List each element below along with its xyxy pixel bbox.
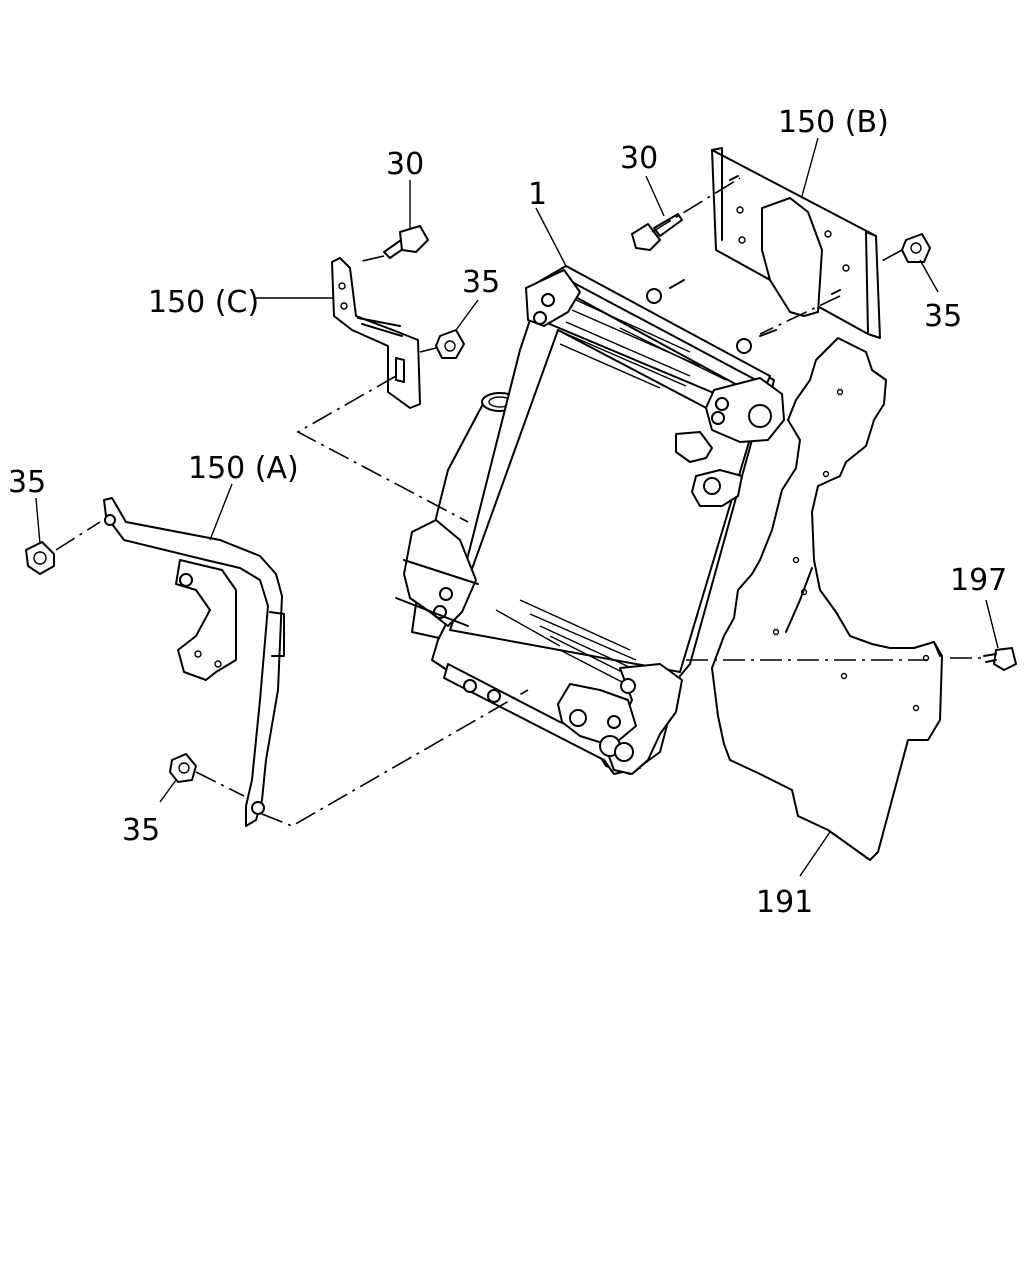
callout-35-left: 35 — [8, 465, 46, 500]
part-1-radiator-core — [395, 265, 785, 775]
callout-191: 191 — [756, 885, 813, 920]
callout-150-a: 150 (A) — [188, 451, 299, 486]
screw-197 — [983, 647, 1017, 671]
leader-lines — [35, 137, 999, 877]
nut-35-right — [901, 233, 931, 263]
callout-30-left: 30 — [386, 147, 424, 182]
nut-35-bottom — [169, 753, 197, 783]
part-150c-bracket — [331, 257, 421, 409]
callout-150-b: 150 (B) — [778, 105, 889, 140]
bolt-30-left — [383, 225, 429, 259]
callout-1: 1 — [528, 177, 547, 212]
callout-150-c: 150 (C) — [148, 285, 259, 320]
callout-35-right: 35 — [924, 299, 962, 334]
part-150b-bracket-plate — [711, 147, 881, 339]
part-150a-bracket — [103, 497, 285, 827]
callout-labels: 1 30 30 150 (B) 150 (C) 35 35 35 150 (A)… — [8, 105, 1007, 920]
nut-35-topmid — [435, 329, 465, 359]
nut-35-left — [25, 541, 55, 575]
part-191-shroud-panel — [711, 337, 943, 861]
assembly-center-lines — [55, 177, 984, 827]
callout-30-right: 30 — [620, 141, 658, 176]
callout-35-bottom: 35 — [122, 813, 160, 848]
bolt-30-right — [631, 213, 683, 251]
callout-197: 197 — [950, 563, 1007, 598]
callout-35-topmid: 35 — [462, 265, 500, 300]
